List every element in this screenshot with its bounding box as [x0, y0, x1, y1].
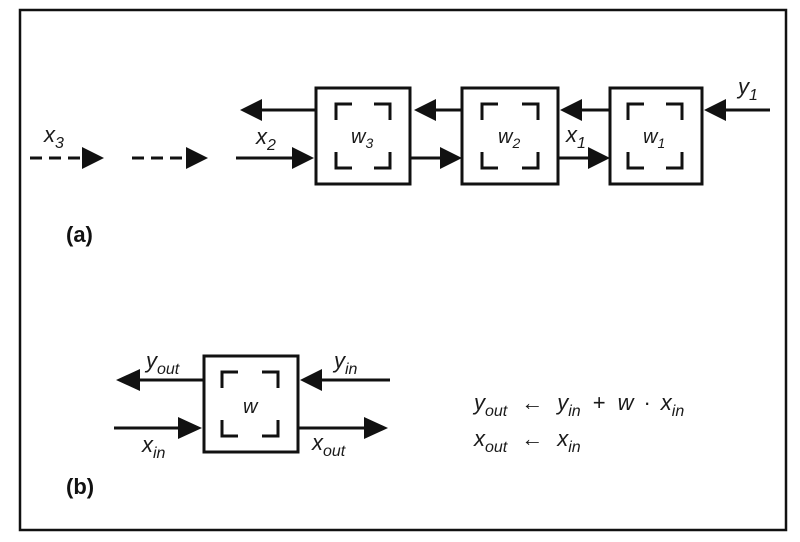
cell-w1: w1 [608, 86, 704, 186]
x2-arrowhead-icon [292, 147, 314, 169]
x-out-label: xout [311, 430, 346, 460]
cell-w-weight: w [243, 396, 259, 418]
cell-w-brackets [220, 370, 280, 438]
equations: yout←yin+w·xin xout←xin [472, 390, 684, 456]
cell-w1-box [608, 86, 704, 186]
y-in-label: yin [332, 348, 358, 378]
gap-arrowhead-icon [186, 147, 208, 169]
cell-w1-brackets [626, 102, 684, 170]
panel-b-label: (b) [66, 474, 94, 499]
x-in-label: xin [141, 432, 166, 462]
cell-w3: w3 [314, 86, 412, 186]
y-out-arrowhead-icon [116, 369, 140, 391]
equation-1: yout←yin+w·xin [472, 390, 684, 420]
cell-w3-box [314, 86, 412, 186]
x1-label: x1 [565, 122, 586, 152]
figure-frame [18, 8, 788, 532]
cell-w2-brackets [480, 102, 540, 170]
cell-w: w [202, 354, 300, 454]
x2-label: x2 [255, 124, 276, 154]
cell-w-box [202, 354, 300, 454]
y-arrowhead-32-icon [414, 99, 436, 121]
y1-label: y1 [736, 74, 758, 104]
y-out-arrowhead-icon [240, 99, 262, 121]
x3-label: x3 [43, 122, 64, 152]
panel-b: yout xin w yin xout yout←yin+w·xin xout←… [66, 348, 684, 499]
x-out-arrowhead-icon [364, 417, 388, 439]
x3-arrowhead-icon [82, 147, 104, 169]
y1-arrowhead-icon [704, 99, 726, 121]
cell-w3-brackets [334, 102, 392, 170]
x-arrowhead-32-icon [440, 147, 462, 169]
cell-w2-box [460, 86, 560, 186]
y-in-arrowhead-icon [300, 369, 322, 391]
equation-2: xout←xin [473, 426, 581, 456]
cell-w2: w2 [460, 86, 560, 186]
y-out-label: yout [144, 348, 180, 378]
x-in-arrowhead-icon [178, 417, 202, 439]
y-arrowhead-21-icon [560, 99, 582, 121]
cell-w1-weight: w1 [643, 126, 665, 151]
panel-a-label: (a) [66, 222, 93, 247]
panel-a: x3 x2 w3 w2 x1 [30, 74, 770, 247]
cell-w3-weight: w3 [351, 126, 373, 151]
x-arrowhead-21-icon [588, 147, 610, 169]
cell-w2-weight: w2 [498, 126, 520, 151]
